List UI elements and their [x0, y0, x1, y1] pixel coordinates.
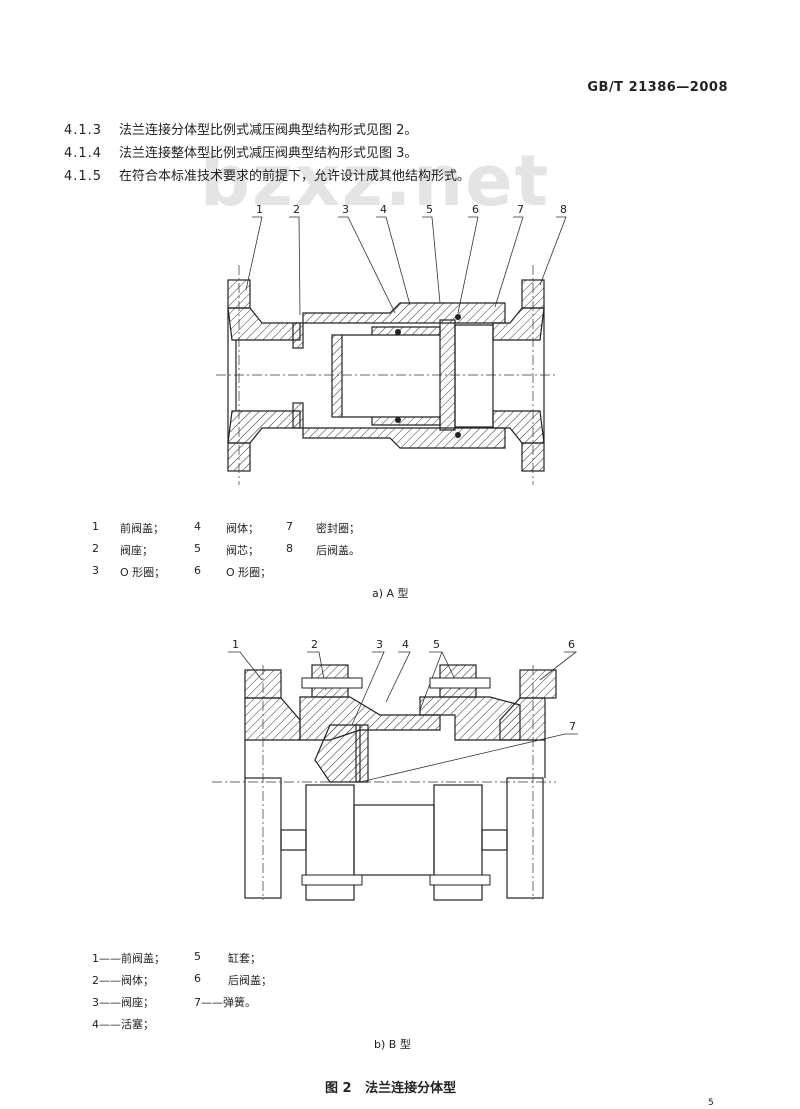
callout-7: 7 — [569, 720, 576, 733]
figure-b-drawing: 1 2 3 4 5 6 7 — [212, 638, 578, 901]
callout-1: 1 — [232, 638, 239, 651]
figure-b-leaders — [228, 651, 578, 783]
callout-6: 6 — [568, 638, 575, 651]
callout-6: 6 — [472, 203, 479, 216]
clause-number: 4.1.3 — [64, 123, 103, 138]
legend-b-item-2: 2——阀体； — [92, 974, 154, 987]
figure-title: 图 2 法兰连接分体型 — [325, 1081, 457, 1096]
watermark: bzxz.net — [200, 140, 551, 222]
page-number: 5 — [708, 1098, 714, 1108]
figure-a-leaders — [245, 216, 567, 316]
legend-a-label-1: 前阀盖； — [120, 522, 164, 535]
callout-8: 8 — [560, 203, 567, 216]
figure-a-callouts: 1 2 3 4 5 6 7 8 — [256, 203, 567, 216]
figure-a-drawing: 1 2 3 4 5 6 7 8 — [216, 203, 567, 485]
legend-b-item-7: 7——弹簧。 — [194, 996, 256, 1009]
callout-5: 5 — [426, 203, 433, 216]
callout-7: 7 — [517, 203, 524, 216]
legend-b-label-6: 后阀盖； — [228, 974, 272, 987]
callout-1: 1 — [256, 203, 263, 216]
legend-a-item-3: 3 — [92, 564, 99, 577]
callout-3: 3 — [376, 638, 383, 651]
legend-a-label-4: 阀体； — [226, 522, 259, 535]
legend-a-label-2: 阀座； — [120, 544, 153, 557]
legend-a-item-5: 5 — [194, 542, 201, 555]
legend-a-item-8: 8 — [286, 542, 293, 555]
clause-text: 在符合本标准技术要求的前提下，允许设计成其他结构形式。 — [119, 169, 471, 184]
legend-a-label-6: O 形圈； — [226, 566, 272, 579]
legend-a-item-7: 7 — [286, 520, 293, 533]
legend-b-item-6: 6 — [194, 972, 201, 985]
callout-4: 4 — [402, 638, 409, 651]
callout-3: 3 — [342, 203, 349, 216]
legend-b-label-5: 缸套； — [228, 952, 261, 965]
figure-b-callouts: 1 2 3 4 5 6 7 — [232, 638, 576, 733]
legend-b-item-1: 1——前阀盖； — [92, 952, 165, 965]
legend-a-label-7: 密封圈； — [316, 522, 360, 535]
standard-number: GB/T 21386—2008 — [587, 80, 728, 95]
figure-b-caption: b) B 型 — [374, 1038, 411, 1051]
legend-b-item-4: 4——活塞； — [92, 1018, 154, 1031]
legend-a-label-5: 阀芯； — [226, 544, 259, 557]
clause-number: 4.1.4 — [64, 146, 103, 161]
legend-b-item-3: 3——阀座； — [92, 996, 154, 1009]
legend-a-item-6: 6 — [194, 564, 201, 577]
clause-number: 4.1.5 — [64, 169, 103, 184]
legend-a-item-4: 4 — [194, 520, 201, 533]
legend-b-item-5: 5 — [194, 950, 201, 963]
legend-a-label-3: O 形圈； — [120, 566, 166, 579]
legend-a-item-2: 2 — [92, 542, 99, 555]
clause-4-1-5: 4.1.5 在符合本标准技术要求的前提下，允许设计成其他结构形式。 — [64, 165, 470, 184]
callout-2: 2 — [293, 203, 300, 216]
legend-a-label-8: 后阀盖。 — [316, 544, 360, 557]
callout-5: 5 — [433, 638, 440, 651]
clause-4-1-3: 4.1.3 法兰连接分体型比例式减压阀典型结构形式见图 2。 — [64, 119, 417, 138]
legend-a-item-1: 1 — [92, 520, 99, 533]
callout-2: 2 — [311, 638, 318, 651]
figure-a-caption: a) A 型 — [372, 587, 409, 600]
callout-4: 4 — [380, 203, 387, 216]
clause-4-1-4: 4.1.4 法兰连接整体型比例式减压阀典型结构形式见图 3。 — [64, 142, 417, 161]
clause-text: 法兰连接分体型比例式减压阀典型结构形式见图 2。 — [119, 123, 418, 138]
clause-text: 法兰连接整体型比例式减压阀典型结构形式见图 3。 — [119, 146, 418, 161]
